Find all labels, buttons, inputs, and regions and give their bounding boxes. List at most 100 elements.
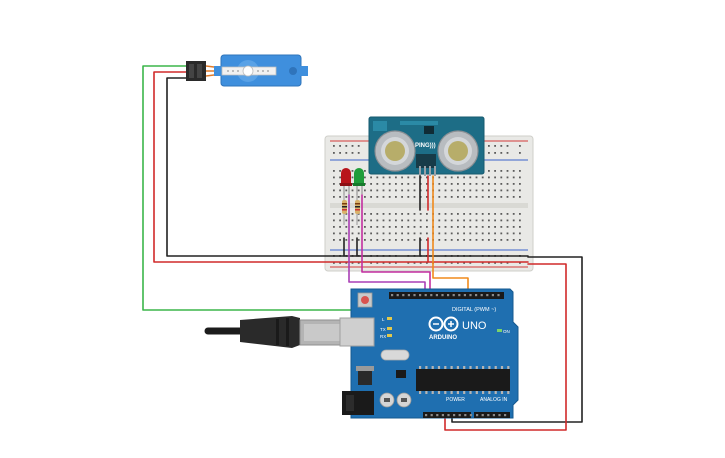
hole [376,176,379,179]
hole [450,176,453,179]
wire-magenta-led-green[interactable] [361,194,431,300]
hole [388,196,391,198]
hole [345,226,348,228]
hole [351,226,354,228]
hole [357,196,360,198]
center-trench [330,203,528,208]
hole [512,183,515,185]
hole [463,262,465,264]
hole [426,232,428,235]
hole [370,176,372,179]
hole [500,176,503,179]
hole [512,170,515,172]
wire-red-servo-power[interactable] [153,71,529,263]
hole [494,213,496,215]
hole [456,391,459,394]
hole [450,196,453,198]
led-red[interactable] [340,168,352,195]
hole [401,219,403,222]
hole [351,183,354,185]
hole [519,196,521,198]
hole [345,152,348,154]
hole [339,170,341,172]
hole [475,391,478,394]
hole [333,176,335,179]
hole [500,239,503,241]
hole [426,226,428,228]
hole [437,391,441,394]
ultrasonic-sensor[interactable]: PING))) [368,116,485,176]
hole [444,226,447,228]
hole [424,294,427,297]
hole [475,239,478,241]
hole [463,232,465,235]
arduino-uno-board[interactable]: DIGITAL (PWM ~) UNO ARDUINO L TX RX ON [339,288,519,419]
hole [395,189,397,192]
hole [357,152,360,154]
hole [488,196,490,198]
wire-red-5v-rail[interactable] [444,263,567,431]
hole [488,391,491,394]
digital-header [389,292,504,299]
hole [481,196,484,198]
hole [500,170,503,172]
servo-motor[interactable] [186,54,308,87]
led-green[interactable] [353,168,365,195]
hole [463,183,465,185]
wire-black-gnd-rail[interactable] [451,256,583,423]
hole [413,176,416,179]
hole [382,213,385,215]
hole [438,183,441,185]
hole [401,239,403,241]
hole [395,239,397,241]
sensor-name-label: PING))) [415,143,436,149]
hole [506,152,509,154]
hole [333,219,335,222]
analog-header [474,412,510,418]
hole [339,189,341,192]
hole [507,391,510,394]
hole [339,196,341,198]
hole [519,189,521,192]
hole [419,294,422,297]
hole [333,232,335,235]
hole [351,239,354,241]
hole [376,183,379,185]
wire-black-servo-ground[interactable] [166,77,529,257]
hole [519,232,521,235]
hole [463,239,465,241]
hole [494,183,496,185]
hole [475,189,478,192]
hole [519,170,521,172]
usb-plug-body [240,316,300,348]
resistor-1[interactable] [342,195,347,225]
hole [426,213,428,215]
transducer-right-icon [437,130,479,172]
hole [419,219,422,222]
hole [370,189,372,192]
hole [351,152,354,154]
hole [481,414,484,417]
hole [382,196,385,198]
hole [481,262,484,264]
hole [450,262,453,264]
hole [512,239,515,241]
hole [488,183,490,185]
hole [357,213,360,215]
resistor-2[interactable] [355,195,360,225]
hole [506,176,509,179]
hole [500,391,504,394]
hole [364,189,366,192]
hole [401,232,403,235]
hole [351,219,354,222]
hole [500,152,503,154]
hole [351,189,354,192]
hole [388,183,391,185]
hole [438,189,441,192]
hole [463,219,465,222]
hole [476,414,479,417]
hole [458,414,461,417]
usb-cable[interactable] [204,316,345,348]
hole [441,414,444,417]
hole [370,262,372,264]
